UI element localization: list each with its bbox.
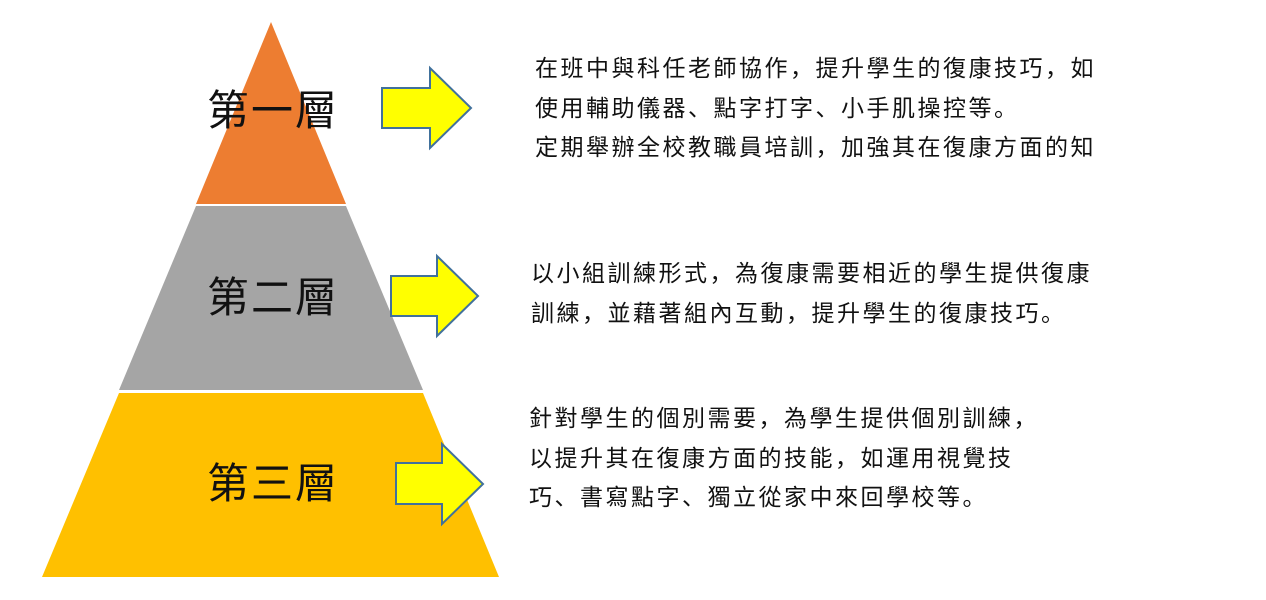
tier-2-label: 第二層 — [207, 273, 340, 322]
description-line: 定期舉辦全校教職員培訓，加強其在復康方面的知 — [535, 135, 1096, 162]
description-line: 使用輔助儀器、點字打字、小手肌操控等。 — [535, 95, 1020, 122]
description-line: 以小組訓練形式，為復康需要相近的學生提供復康 — [531, 261, 1092, 287]
arrow-right-icon — [390, 253, 480, 339]
arrow-right-icon — [395, 441, 485, 527]
pyramid-tier-1-shape — [42, 393, 499, 577]
tier-3-description: 在班中與科任老師協作，提升學生的復康技巧，如 使用輔助儀器、點字打字、小手肌操控… — [535, 50, 1096, 169]
description-line: 以提升其在復康方面的技能，如運用視覺技 — [529, 445, 1014, 472]
tier-3-label: 第一層 — [207, 86, 340, 135]
tier-1-description: 針對學生的個別需要，為學生提供個別訓練， 以提升其在復康方面的技能，如運用視覺技… — [529, 400, 1039, 519]
description-line: 訓練，並藉著組內互動，提升學生的復康技巧。 — [531, 300, 1067, 327]
arrow-right-icon — [381, 65, 473, 151]
tier-2-description: 以小組訓練形式，為復康需要相近的學生提供復康 訓練，並藉著組內互動，提升學生的復… — [531, 255, 1092, 334]
description-line: 在班中與科任老師協作，提升學生的復康技巧，如 — [535, 56, 1096, 82]
description-line: 針對學生的個別需要，為學生提供個別訓練， — [529, 406, 1039, 432]
pyramid-tier-2-shape — [119, 206, 423, 390]
pyramid-tier-3-shape — [196, 22, 346, 204]
description-line: 巧、書寫點字、獨立從家中來回學校等。 — [529, 485, 988, 512]
tier-1-label: 第三層 — [207, 459, 340, 508]
